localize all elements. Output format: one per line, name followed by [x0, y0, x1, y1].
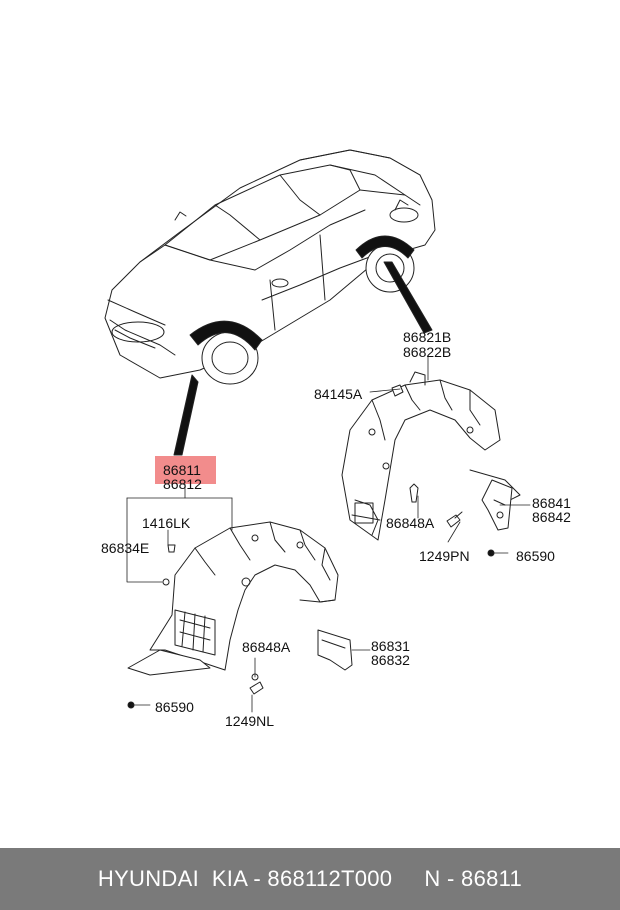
label-86590-front: 86590: [155, 699, 194, 715]
front-pointer: [173, 374, 199, 456]
parts-diagram: 86821B 86822B 84145A 86811 86812 1416LK …: [101, 149, 571, 729]
label-86821b: 86821B: [403, 329, 452, 345]
label-86848a-front: 86848A: [242, 639, 291, 655]
leader-lines: [126, 356, 531, 713]
label-86834e: 86834E: [101, 540, 150, 556]
label-84145a: 84145A: [314, 386, 363, 402]
part-highlight: [155, 456, 216, 484]
car-illustration: [104, 149, 436, 385]
front-liner-highlight: [189, 320, 263, 351]
diagram-drawing: [104, 149, 531, 713]
label-86848a-rear: 86848A: [386, 515, 435, 531]
rear-liner-highlight: [355, 235, 415, 259]
part-number-footer: HYUNDAI KIA - 868112T000 N - 86811: [0, 848, 620, 910]
label-86841: 86841: [532, 495, 571, 511]
rear-wheel-liner: [341, 371, 521, 541]
label-1249pn: 1249PN: [419, 548, 470, 564]
label-1249nl: 1249NL: [225, 713, 275, 729]
label-1416lk: 1416LK: [142, 515, 191, 531]
label-86590-rear: 86590: [516, 548, 555, 564]
label-86831: 86831: [371, 638, 410, 654]
label-86811: 86811: [163, 462, 201, 478]
label-86822b: 86822B: [403, 344, 452, 360]
front-wheel-liner: [127, 521, 353, 676]
label-86812: 86812: [163, 476, 202, 492]
rear-pointer: [383, 261, 433, 334]
label-86832: 86832: [371, 652, 410, 668]
label-86842: 86842: [532, 509, 571, 525]
